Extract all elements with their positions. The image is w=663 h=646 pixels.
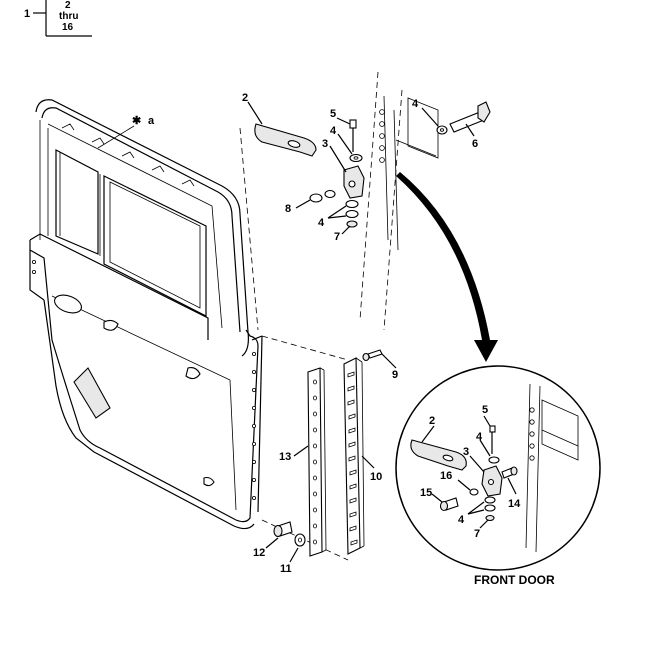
- upper-hinge-group: 2 5 4 3 8 4 7 4: [242, 92, 491, 243]
- door-assembly: ✱ a: [29, 99, 263, 530]
- detail-callout-2: 2: [429, 415, 435, 427]
- callout-5: 5: [330, 108, 336, 120]
- detail-callout-16: 16: [440, 470, 452, 482]
- detail-callout-7: 7: [474, 528, 480, 540]
- door-note-star: ✱: [132, 115, 141, 127]
- detail-arrow: [396, 172, 498, 362]
- door-note-letter: a: [148, 115, 155, 127]
- index-box: 1 2 thru 16: [24, 0, 92, 37]
- callout-11: 11: [280, 563, 292, 575]
- detail-callout-4a: 4: [476, 431, 483, 443]
- detail-callout-14: 14: [508, 498, 521, 510]
- detail-callout-15: 15: [420, 487, 432, 499]
- callout-6: 6: [472, 138, 478, 150]
- index-range-bottom: 16: [62, 22, 74, 33]
- callout-8: 8: [285, 203, 291, 215]
- callout-4c: 4: [412, 98, 419, 110]
- hinge-strips: 13 10 9: [253, 349, 398, 575]
- callout-7: 7: [334, 231, 340, 243]
- callout-3: 3: [322, 138, 328, 150]
- callout-4b: 4: [318, 217, 325, 229]
- index-range-mid: thru: [59, 11, 78, 22]
- callout-12: 12: [253, 547, 265, 559]
- detail-callout-4b: 4: [458, 514, 465, 526]
- strip-10-holes: [347, 371, 358, 546]
- index-range-top: 2: [65, 0, 71, 11]
- callout-10: 10: [370, 471, 382, 483]
- strip-13-holes: [312, 379, 317, 545]
- callout-13: 13: [279, 451, 291, 463]
- callout-9: 9: [392, 369, 398, 381]
- detail-callout-5: 5: [482, 404, 488, 416]
- detail-circle: 2 5 4 3 14 16 15 4: [395, 365, 601, 571]
- door-rivet-holes: [32, 259, 256, 500]
- callout-2: 2: [242, 92, 248, 104]
- callout-4a: 4: [330, 125, 337, 137]
- detail-callout-3: 3: [463, 446, 469, 458]
- index-number: 1: [24, 8, 30, 20]
- hinge-part-2: [254, 123, 317, 157]
- door-pillar: [359, 71, 439, 331]
- detail-caption: FRONT DOOR: [474, 573, 555, 587]
